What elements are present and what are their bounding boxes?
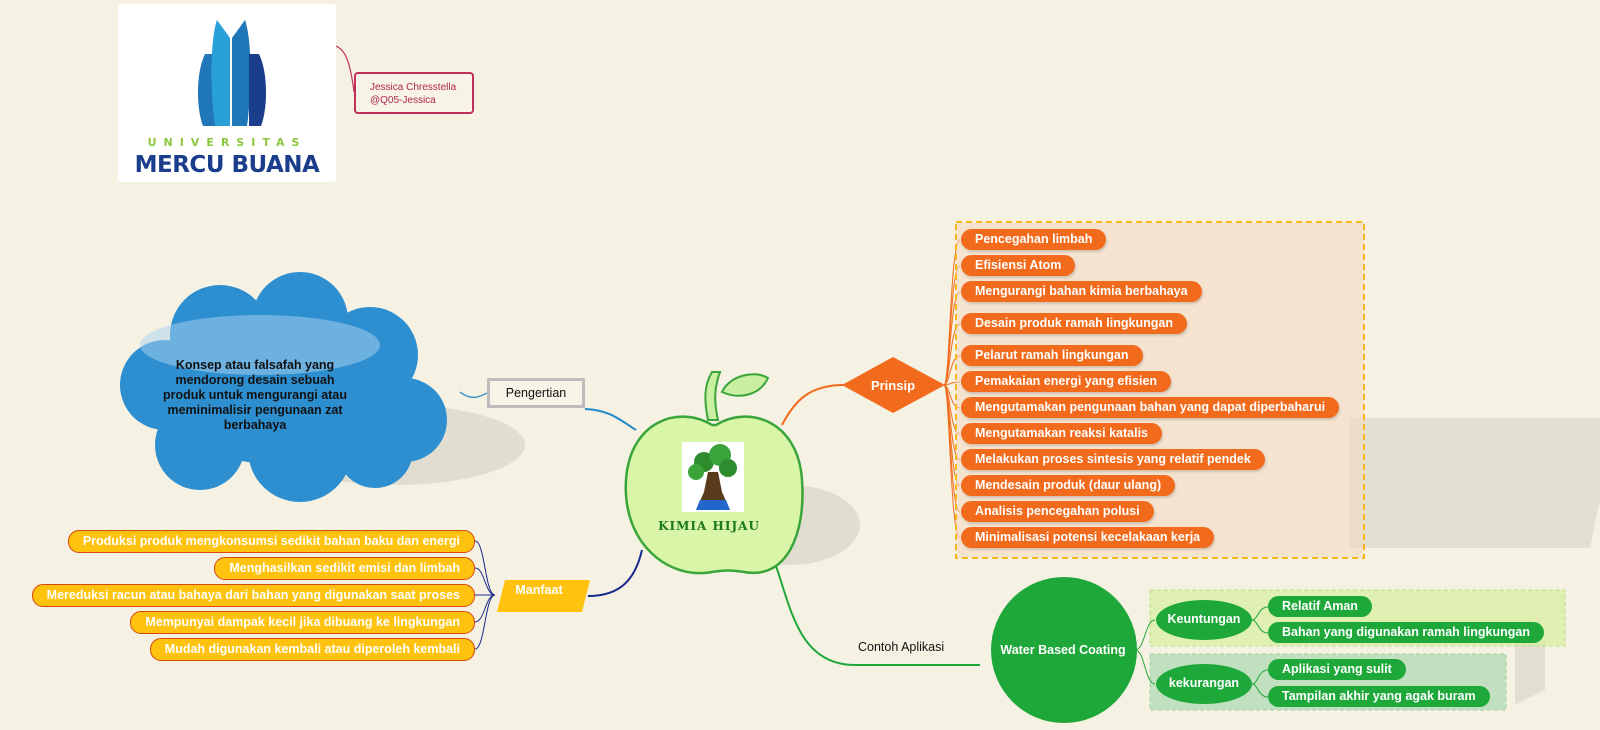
prinsip-item[interactable]: Melakukan proses sintesis yang relatif p… bbox=[961, 449, 1265, 470]
logo-word-top: UNIVERSITAS bbox=[147, 136, 307, 149]
keuntungan-label: Keuntungan bbox=[1167, 612, 1241, 626]
prinsip-item[interactable]: Mengurangi bahan kimia berbahaya bbox=[961, 281, 1202, 302]
logo-text: UNIVERSITAS MERCU BUANA bbox=[118, 4, 336, 182]
manfaat-label: Manfaat bbox=[515, 583, 563, 597]
manfaat-item[interactable]: Mudah digunakan kembali atau diperoleh k… bbox=[149, 638, 475, 661]
kekurangan-item[interactable]: Aplikasi yang sulit bbox=[1268, 659, 1406, 680]
prinsip-label: Prinsip bbox=[870, 378, 916, 393]
keuntungan-item[interactable]: Bahan yang digunakan ramah lingkungan bbox=[1268, 622, 1544, 643]
manfaat-node[interactable] bbox=[497, 580, 590, 612]
kekurangan-label: kekurangan bbox=[1168, 676, 1240, 690]
tree-flask-icon bbox=[682, 442, 744, 512]
author-handle: @Q05-Jessica bbox=[370, 95, 436, 106]
central-topic-label: KIMIA HIJAU bbox=[658, 519, 760, 533]
university-logo bbox=[118, 4, 336, 182]
water-based-coating-node[interactable] bbox=[991, 577, 1137, 723]
pengertian-node[interactable]: Pengertian bbox=[487, 378, 585, 408]
prinsip-item[interactable]: Desain produk ramah lingkungan bbox=[961, 313, 1187, 334]
prinsip-item[interactable]: Efisiensi Atom bbox=[961, 255, 1076, 276]
kekurangan-node[interactable] bbox=[1156, 664, 1252, 704]
prinsip-item[interactable]: Pelarut ramah lingkungan bbox=[961, 345, 1143, 366]
contoh-aplikasi-label: Contoh Aplikasi bbox=[858, 640, 945, 654]
water-based-coating-label: Water Based Coating bbox=[1000, 643, 1126, 657]
prinsip-item[interactable]: Minimalisasi potensi kecelakaan kerja bbox=[961, 527, 1215, 548]
manfaat-item[interactable]: Mereduksi racun atau bahaya dari bahan y… bbox=[31, 584, 475, 607]
keuntungan-node[interactable] bbox=[1156, 600, 1252, 640]
prinsip-item[interactable]: Mengutamakan pengunaan bahan yang dapat … bbox=[961, 397, 1340, 418]
prinsip-item[interactable]: Pemakaian energi yang efisien bbox=[961, 371, 1172, 392]
definition-text: Konsep atau falsafah yang mendorong desa… bbox=[162, 358, 348, 432]
kekurangan-item[interactable]: Tampilan akhir yang agak buram bbox=[1268, 686, 1490, 707]
manfaat-item[interactable]: Produksi produk mengkonsumsi sedikit bah… bbox=[67, 530, 475, 553]
prinsip-item[interactable]: Mendesain produk (daur ulang) bbox=[961, 475, 1176, 496]
manfaat-item[interactable]: Menghasilkan sedikit emisi dan limbah bbox=[214, 557, 475, 580]
definition-cloud bbox=[120, 272, 447, 502]
author-label[interactable]: Jessica Chresstella @Q05-Jessica bbox=[354, 72, 474, 114]
prinsip-item[interactable]: Analisis pencegahan polusi bbox=[961, 501, 1154, 522]
keuntungan-item[interactable]: Relatif Aman bbox=[1268, 596, 1372, 617]
manfaat-item[interactable]: Mempunyai dampak kecil jika dibuang ke l… bbox=[130, 611, 475, 634]
prinsip-item[interactable]: Mengutamakan reaksi katalis bbox=[961, 423, 1162, 444]
author-name: Jessica Chresstella bbox=[370, 82, 457, 93]
prinsip-item[interactable]: Pencegahan limbah bbox=[961, 229, 1107, 250]
logo-word-bottom: MERCU BUANA bbox=[134, 152, 320, 178]
prinsip-node[interactable] bbox=[842, 357, 945, 413]
